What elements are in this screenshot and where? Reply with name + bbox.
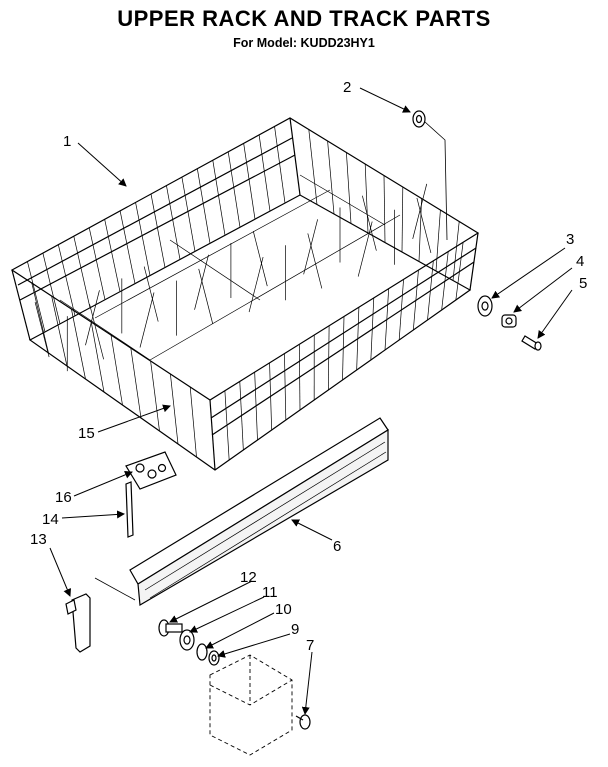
diagram-title: UPPER RACK AND TRACK PARTS: [117, 6, 491, 31]
part-11-wheel: [179, 629, 195, 651]
part-3-wheel: [477, 295, 493, 317]
callout-7: 7: [306, 637, 314, 654]
callout-6: 6: [333, 538, 341, 555]
callout-13: 13: [30, 531, 47, 548]
part-10-washer: [196, 643, 208, 661]
model-subtitle: For Model: KUDD23HY1: [233, 36, 375, 50]
part-14-pin: [125, 481, 134, 538]
part-7-screw: [295, 714, 311, 730]
upper-rack: [10, 117, 480, 471]
part-2-leader: [424, 121, 448, 241]
part-9-clip: [208, 650, 220, 666]
callout-3: 3: [566, 231, 574, 248]
callout-14: 14: [42, 511, 59, 528]
callout-2: 2: [343, 79, 351, 96]
leader-lines: [49, 87, 573, 715]
track-guide-line: [94, 577, 136, 601]
callout-9: 9: [291, 621, 299, 638]
part-16-clip: [125, 451, 177, 490]
callout-12: 12: [240, 569, 257, 586]
callout-15: 15: [78, 425, 95, 442]
part-13-end-stop: [65, 593, 91, 653]
part-12-stud: [158, 619, 183, 637]
part-5-screw: [521, 335, 542, 351]
callout-1: 1: [63, 133, 71, 150]
rack-wire-mesh: [27, 126, 464, 461]
part-2-bumper: [412, 110, 426, 128]
part-6-track: [129, 417, 389, 606]
callout-5: 5: [579, 275, 587, 292]
part-4-axle: [501, 314, 517, 328]
part-7-screw-assembly: [209, 654, 293, 756]
callout-4: 4: [576, 253, 584, 270]
callout-11: 11: [262, 584, 278, 601]
callout-16: 16: [55, 489, 72, 506]
callout-10: 10: [275, 601, 292, 618]
